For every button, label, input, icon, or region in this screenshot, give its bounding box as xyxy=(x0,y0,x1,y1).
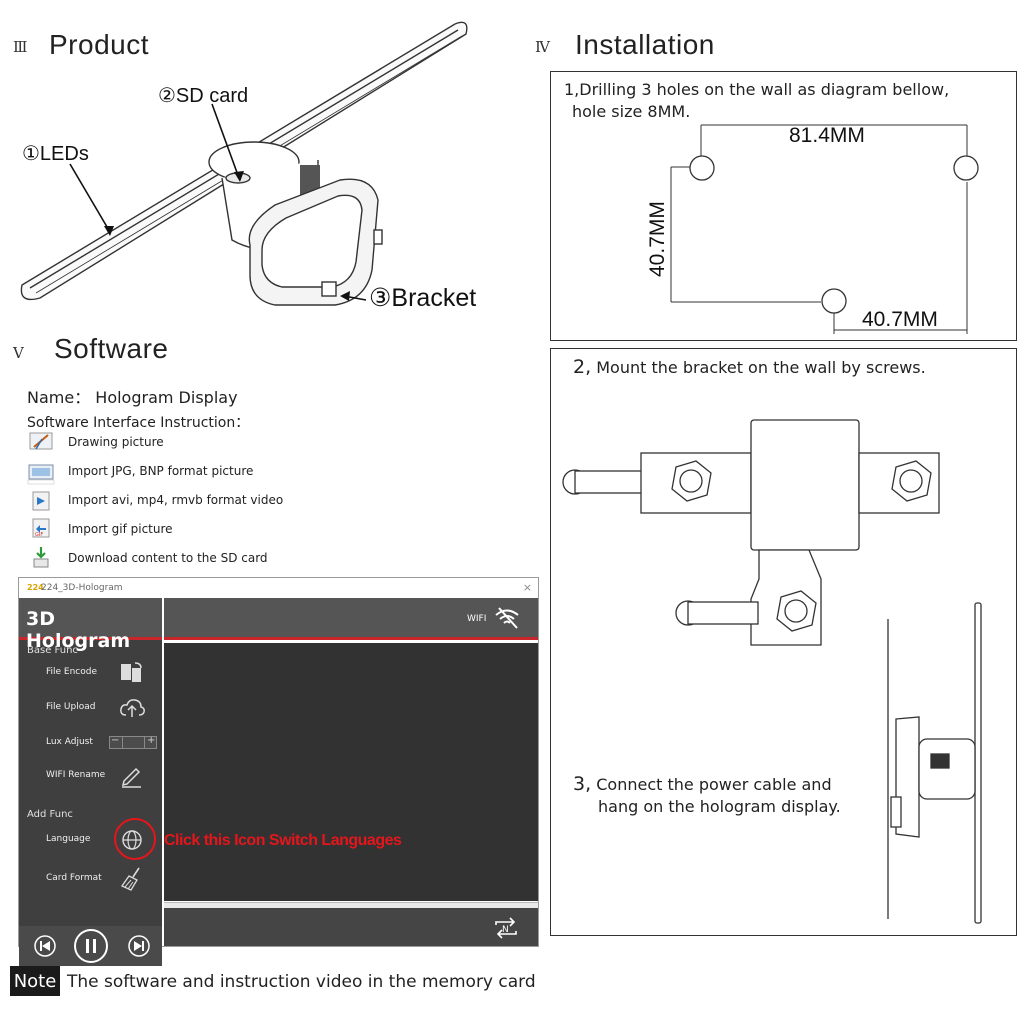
window-title: 224_3D-Hologram xyxy=(41,583,123,593)
side-view-drawing xyxy=(887,602,982,924)
previous-button[interactable] xyxy=(33,934,57,958)
lux-divider xyxy=(144,737,145,748)
step2-number: 2, xyxy=(573,356,592,378)
step1-text-line1: 1,Drilling 3 holes on the wall as diagra… xyxy=(564,80,950,99)
instruction-row-import-gif: GIF xyxy=(22,516,60,544)
sidebar-item-label: Card Format xyxy=(46,873,102,883)
bracket-drawing xyxy=(562,419,940,646)
dimension-bottom: 40.7MM xyxy=(862,308,938,331)
lux-plus-button[interactable]: + xyxy=(147,735,156,746)
base-func-heading: Base Func xyxy=(27,645,78,656)
sidebar-item-file-encode[interactable]: File Encode xyxy=(19,656,162,690)
loop-badge: N xyxy=(502,925,509,935)
loop-icon[interactable]: N xyxy=(492,915,520,941)
cloud-upload-icon xyxy=(120,699,145,717)
software-section-number: Ⅴ xyxy=(13,344,24,362)
import-video-icon xyxy=(22,488,60,516)
instruction-label: Import gif picture xyxy=(68,522,173,536)
installation-title: Installation xyxy=(575,29,715,60)
instruction-row-download xyxy=(22,544,60,572)
pencil-icon xyxy=(121,767,141,788)
sidebar-item-label: File Encode xyxy=(46,667,98,677)
note-text: The software and instruction video in th… xyxy=(67,972,536,992)
note-tag: Note xyxy=(10,966,60,996)
broom-icon xyxy=(121,867,140,891)
software-instruction-heading: Software Interface Instruction： xyxy=(27,415,250,431)
product-title: Product xyxy=(49,29,149,60)
sidebar-item-label: WIFI Rename xyxy=(46,770,106,780)
product-section-number: Ⅲ xyxy=(13,38,28,56)
step2-3-box: 2, Mount the bracket on the wall by scre… xyxy=(550,348,1017,936)
software-title: Software xyxy=(54,333,169,364)
sidebar-item-label: Lux Adjust xyxy=(46,737,93,747)
sidebar-item-file-upload[interactable]: File Upload xyxy=(19,691,162,725)
step3-text-line1: 3, Connect the power cable and xyxy=(573,773,832,795)
svg-text:GIF: GIF xyxy=(35,532,43,538)
instruction-label: Import JPG, BNP format picture xyxy=(68,464,254,478)
bracket-base xyxy=(248,178,383,306)
progress-bar[interactable] xyxy=(164,902,538,908)
leader-lines xyxy=(69,103,367,301)
instruction-label: Import avi, mp4, rmvb format video xyxy=(68,493,284,507)
app-logo: 224 xyxy=(27,583,44,592)
sd-card-callout: ②SD card xyxy=(158,85,249,107)
instruction-row-drawing xyxy=(22,430,60,458)
sidebar-item-label: File Upload xyxy=(46,702,96,712)
app-window: 224 224_3D-Hologram × 3D Hologram Base F… xyxy=(18,577,539,966)
wifi-label: WIFI xyxy=(467,614,487,624)
wifi-off-icon[interactable] xyxy=(493,604,521,632)
step1-box: 1,Drilling 3 holes on the wall as diagra… xyxy=(550,71,1017,341)
sidebar-item-lux-adjust: Lux Adjust − + xyxy=(19,726,162,760)
sidebar: 3D Hologram Base Func File Encode File U… xyxy=(19,598,162,966)
bracket-callout: ③Bracket xyxy=(369,284,477,312)
step2-text: 2, Mount the bracket on the wall by scre… xyxy=(573,356,926,378)
installation-section-number: Ⅳ xyxy=(535,38,550,56)
preview-area xyxy=(164,643,538,901)
lux-slider[interactable]: − + xyxy=(109,735,157,749)
dimension-top: 81.4MM xyxy=(789,124,865,147)
instruction-label: Drawing picture xyxy=(68,435,164,449)
step2-label: Mount the bracket on the wall by screws. xyxy=(596,358,926,377)
drawing-icon xyxy=(22,430,60,458)
instruction-label: Download content to the SD card xyxy=(68,551,268,565)
main-footer: N xyxy=(164,908,538,946)
step1-text-line2: hole size 8MM. xyxy=(572,102,691,121)
sidebar-item-label: Language xyxy=(46,834,91,844)
language-hint: Click this Icon Switch Languages xyxy=(164,832,402,849)
step3-label: Connect the power cable and xyxy=(596,775,832,794)
player-controls xyxy=(19,926,162,966)
add-func-heading: Add Func xyxy=(27,809,73,820)
app-header-title: 3D Hologram xyxy=(26,608,131,652)
highlight-circle xyxy=(114,818,156,860)
pause-button[interactable] xyxy=(73,928,109,964)
file-encode-icon xyxy=(121,662,142,682)
close-button[interactable]: × xyxy=(522,581,532,594)
instruction-row-import-video xyxy=(22,488,60,516)
step3-text-line2: hang on the hologram display. xyxy=(598,797,841,816)
sidebar-item-language[interactable]: Language xyxy=(19,818,162,860)
import-picture-icon xyxy=(22,459,60,487)
sidebar-header: 3D Hologram xyxy=(19,598,162,652)
sidebar-item-wifi-rename[interactable]: WIFI Rename xyxy=(19,759,162,793)
software-name: Name： Hologram Display xyxy=(27,388,238,407)
next-button[interactable] xyxy=(127,934,151,958)
main-header: WIFI xyxy=(164,598,538,640)
lux-minus-button[interactable]: − xyxy=(111,735,120,746)
step3-number: 3, xyxy=(573,773,592,795)
hole-diagram xyxy=(670,124,979,334)
download-icon xyxy=(22,544,60,572)
sidebar-item-card-format[interactable]: Card Format xyxy=(19,862,162,896)
instruction-row-import-picture xyxy=(22,459,60,487)
dimension-left: 40.7MM xyxy=(646,201,669,277)
window-titlebar: 224 224_3D-Hologram × xyxy=(19,578,538,598)
import-gif-icon: GIF xyxy=(22,516,60,544)
leds-callout: ①LEDs xyxy=(22,143,89,165)
lux-divider xyxy=(122,737,123,748)
product-illustration xyxy=(20,21,468,306)
